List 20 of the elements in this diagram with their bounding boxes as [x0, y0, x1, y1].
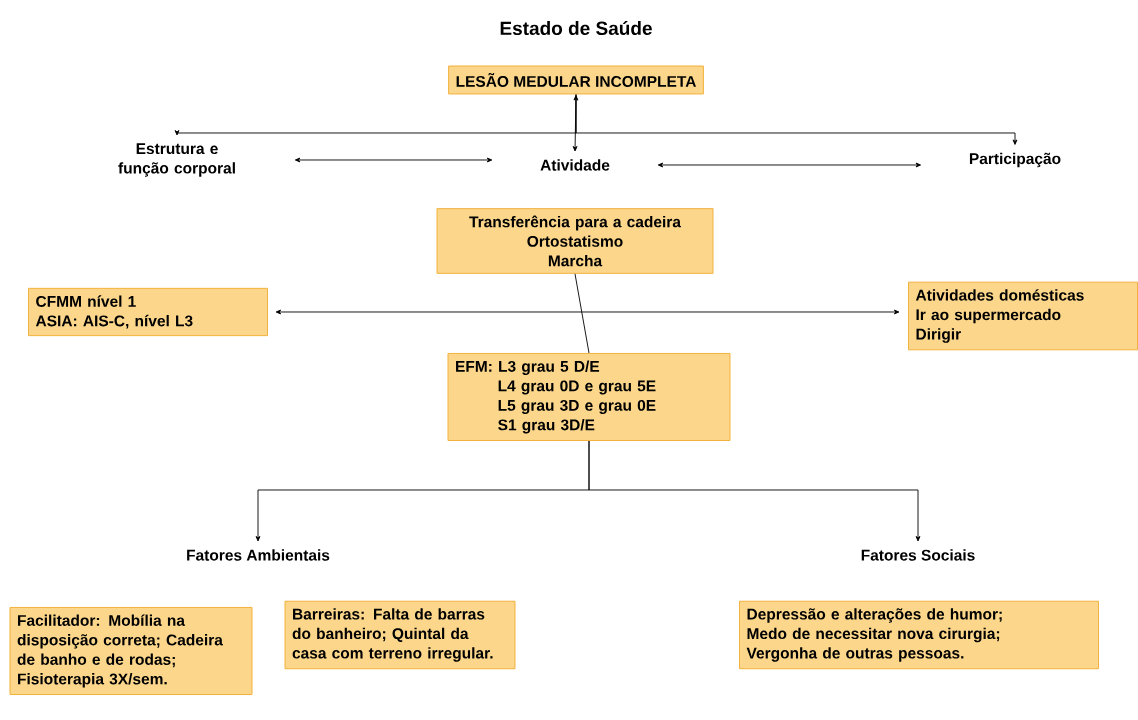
arrow: [575, 94, 1018, 145]
category-label: Fatores Ambientais: [187, 549, 330, 561]
info-box: Transferência para a cadeira Ortostatismo Marcha: [436, 208, 714, 274]
info-box: Barreiras: Falta de barras do banheiro; Quintal da casa com terreno irregular.: [284, 600, 516, 670]
info-box: Atividades domésticas Ir ao supermercado Dirigir: [908, 281, 1138, 351]
arrow: [572, 95, 579, 152]
info-box: Depressão e alterações de humor; Medo de necessitar nova cirurgia; Vergonha de outras pessoas.: [739, 600, 1099, 670]
category-label: Estrutura e função corporal: [118, 143, 235, 177]
info-box: CFMM nível 1 ASIA: AIS-C, nível L3: [28, 287, 268, 337]
arrow: [657, 162, 922, 168]
category-label: Atividade: [540, 159, 610, 171]
arrow: [588, 440, 921, 542]
info-box: Facilitador: Mobília na disposição correta; Cadeira de banho e de rodas; Fisioterapia 3X/sem.: [9, 606, 253, 696]
info-box: LESÃO MEDULAR INCOMPLETA: [448, 65, 704, 95]
category-label: Fatores Sociais: [861, 549, 975, 561]
title: Estado de Saúde: [500, 20, 652, 36]
arrow: [275, 309, 900, 315]
info-box: EFM: L3 grau 5 D/E L4 grau 0D e grau 5E L5 grau 3D e grau 0E S1 grau 3D/E: [447, 353, 731, 441]
arrow: [294, 157, 493, 163]
category-label: Participação: [969, 152, 1061, 168]
